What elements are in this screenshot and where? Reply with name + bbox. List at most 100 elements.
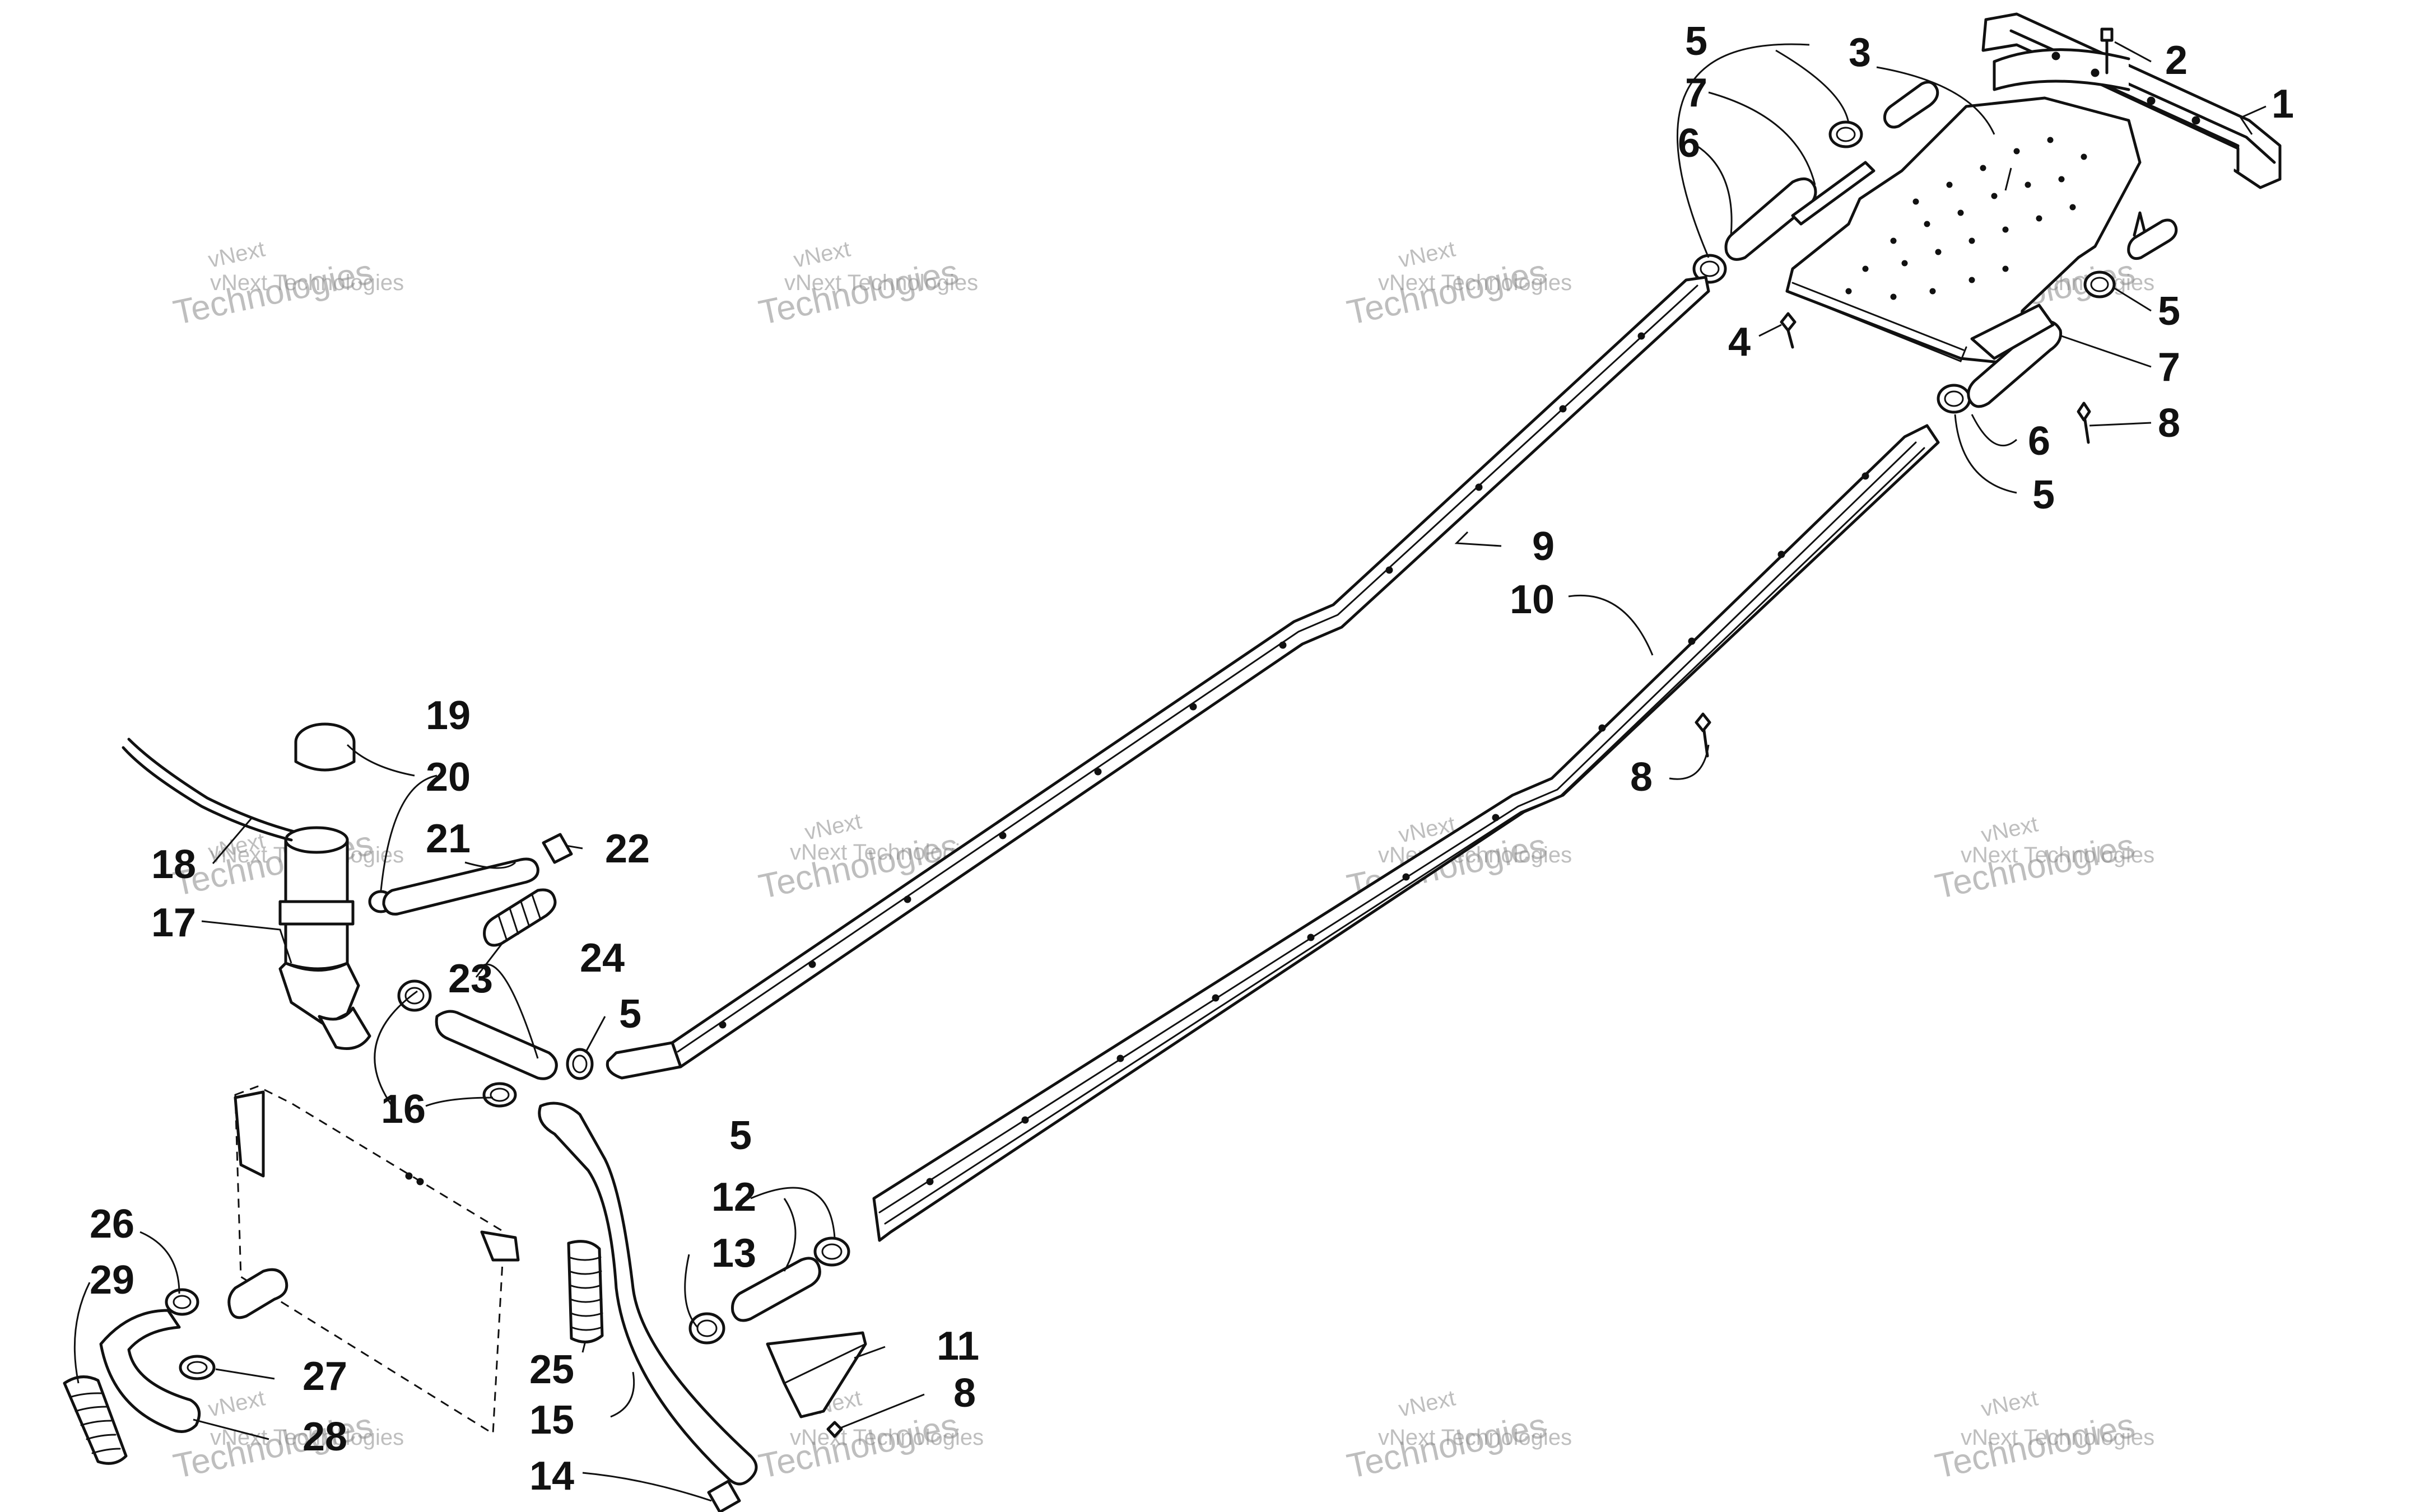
breather-hose-end <box>542 833 573 864</box>
callout-5e: 5 <box>729 1113 752 1158</box>
watermark-r3-c1: vNext vNext Technologies Technologies <box>170 1386 404 1486</box>
callout-18: 18 <box>151 842 196 887</box>
watermark-text-large: Technologies <box>756 253 962 333</box>
callout-12: 12 <box>711 1175 756 1220</box>
tube-lower-rivets <box>926 472 1869 1186</box>
callout-2: 2 <box>2165 38 2188 83</box>
watermark-r3-c3: vNext vNext Technologies Technologies <box>1344 1386 1572 1486</box>
callout-14: 14 <box>529 1454 574 1499</box>
watermark-r1-c2: vNext vNext Technologies Technologies <box>756 237 979 333</box>
callout-10: 10 <box>1510 577 1555 622</box>
callout-7b: 7 <box>2158 345 2180 390</box>
watermark-brand: vNext <box>206 237 267 273</box>
watermark-r1-c3: vNext vNext Technologies Technologies <box>1344 237 1572 333</box>
cooler-tube-lower <box>872 424 1940 1242</box>
watermark-text: vNext Technologies <box>1378 270 1572 295</box>
cooler-tube-upper <box>606 276 1710 1080</box>
callout-11: 11 <box>937 1324 979 1369</box>
callout-23: 23 <box>448 956 493 1001</box>
corrugated-hose-short <box>483 888 557 947</box>
tube-guard-bracket <box>766 1331 867 1418</box>
heat-exchanger-frame <box>1981 12 2282 237</box>
radiator-outlet-fitting <box>227 1268 288 1319</box>
plate-rivets <box>1845 137 2087 300</box>
hose-bracket-right <box>1970 304 2055 360</box>
watermarks: vNext vNext Technologies Technologies vN… <box>170 237 2155 1486</box>
watermark-brand: vNext <box>1397 237 1458 273</box>
callout-9: 9 <box>1532 524 1555 569</box>
hose-clamp-bypass-lower <box>482 1082 517 1108</box>
watermark-text: vNext Technologies <box>784 270 978 295</box>
hose-clamp-right-upper <box>2083 270 2116 298</box>
radiator-hose-clamp-lower <box>179 1355 216 1380</box>
watermark-text-large: Technologies <box>1932 1406 2138 1486</box>
callout-24: 24 <box>580 936 625 981</box>
watermark-r3-c4: vNext vNext Technologies Technologies <box>1932 1386 2155 1486</box>
watermark-text: vNext Technologies <box>210 1425 404 1450</box>
watermark-r3-c2: vNext vNext Technologies Technologies <box>756 1386 984 1486</box>
callout-3: 3 <box>1849 30 1871 75</box>
callout-6b: 6 <box>2028 419 2050 464</box>
watermark-text-large: Technologies <box>1344 253 1550 333</box>
callout-25: 25 <box>529 1347 574 1392</box>
rivet-left <box>1780 312 1797 349</box>
watermark-text: vNext Technologies <box>790 1425 984 1450</box>
watermark-text-large: Technologies <box>756 1406 962 1486</box>
hose-bracket-upper <box>1791 161 1876 226</box>
watermark-r1-c1: vNext vNext Technologies Technologies <box>170 237 404 333</box>
callout-22: 22 <box>605 827 650 871</box>
callouts: 1 2 3 4 5 5 5 5 5 6 6 7 7 8 8 8 9 10 11 … <box>90 19 2294 1499</box>
watermark-text: vNext Technologies <box>1378 1425 1572 1450</box>
hose-clamp-bypass-end <box>566 1048 594 1080</box>
callout-16: 16 <box>381 1087 426 1132</box>
reservoir-cap <box>294 722 356 772</box>
corrugated-hose-radiator <box>63 1375 128 1465</box>
watermark-brand: vNext <box>792 237 853 273</box>
heat-exchanger-plate <box>1785 96 2142 366</box>
callout-8c: 8 <box>953 1371 976 1416</box>
callout-19: 19 <box>426 693 471 738</box>
bypass-hose <box>435 1010 558 1080</box>
watermark-r2-c4: vNext vNext Technologies Technologies <box>1932 812 2155 907</box>
watermark-text: vNext Technologies <box>1961 1425 2154 1450</box>
callout-6a: 6 <box>1678 121 1700 166</box>
hose-clamp-upper-left <box>1692 254 1727 284</box>
main-coolant-hose <box>538 1102 758 1486</box>
callout-13: 13 <box>711 1231 756 1276</box>
corrugated-hose-long <box>567 1240 604 1343</box>
hose-clamp-upper-top <box>1828 120 1863 148</box>
watermark-text-large: Technologies <box>170 253 376 333</box>
watermark-text-large: Technologies <box>1344 1406 1550 1486</box>
callout-7a: 7 <box>1685 71 1707 115</box>
overflow-tube <box>122 738 296 842</box>
radiator-elbow-hose <box>99 1309 201 1433</box>
callout-1: 1 <box>2272 82 2294 127</box>
frame-hose-stub-right <box>2127 218 2178 260</box>
callout-5d: 5 <box>619 992 641 1037</box>
callout-8a: 8 <box>2158 401 2180 446</box>
callout-15: 15 <box>529 1398 574 1443</box>
frame-screw <box>2100 27 2114 74</box>
tube-upper-rivets <box>719 332 1645 1029</box>
callout-27: 27 <box>302 1354 347 1399</box>
frame-hose-stub-left <box>1883 81 1939 129</box>
leader-lines <box>73 41 2267 1502</box>
watermark-text: vNext Technologies <box>210 270 404 295</box>
coolant-reservoir <box>278 826 371 1050</box>
callout-17: 17 <box>151 900 196 945</box>
callout-5a: 5 <box>1685 19 1707 64</box>
hose-clamp-tube-lower <box>813 1236 850 1267</box>
callout-20: 20 <box>426 755 471 800</box>
watermark-text-large: Technologies <box>1932 827 2138 907</box>
callout-8b: 8 <box>1630 755 1653 800</box>
short-coupling-hose <box>731 1257 821 1322</box>
watermark-brand: vNext <box>206 1386 267 1422</box>
callout-29: 29 <box>90 1258 134 1303</box>
hose-clamp-bypass-upper <box>397 979 432 1012</box>
rivet-lower <box>826 1421 843 1438</box>
radiator-hose-clamp-upper <box>165 1288 199 1316</box>
watermark-brand: vNext <box>1979 1386 2040 1422</box>
rivet-right <box>2077 402 2091 444</box>
hose-clamp-right-lower <box>1937 384 1971 414</box>
